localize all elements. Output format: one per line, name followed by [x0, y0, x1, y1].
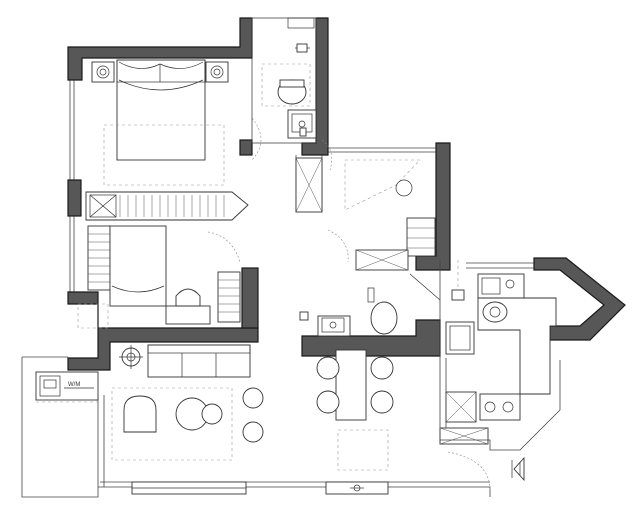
entry-arrow-icon — [511, 456, 525, 482]
bed2-bed — [109, 225, 167, 307]
living-room — [111, 344, 264, 495]
dining-chair-3 — [370, 356, 394, 380]
guest-bathroom — [299, 273, 465, 337]
dining-table — [335, 349, 367, 421]
bed2-shelf — [217, 271, 241, 323]
kitchen-sink — [477, 273, 525, 299]
balcony: W/M — [35, 371, 99, 403]
study — [321, 139, 436, 271]
master-bed — [116, 59, 206, 161]
bed2-chair — [175, 288, 201, 307]
entry-rug — [337, 429, 389, 471]
master-bathroom — [251, 17, 323, 213]
wall-left-mid — [67, 179, 82, 217]
wall-bed2-right — [241, 267, 259, 329]
nightstand-left — [91, 61, 115, 83]
bed2-desk — [165, 305, 211, 325]
wall-bath-left — [239, 139, 253, 156]
shower-rail — [287, 17, 315, 29]
armchair — [123, 395, 157, 433]
kitchen-bowl — [482, 301, 508, 323]
stool-2 — [242, 421, 264, 443]
coffee-table-small — [201, 403, 223, 425]
fridge — [445, 321, 475, 355]
cooktop — [479, 393, 521, 421]
floor-lamp — [119, 345, 143, 369]
dining-chair-2 — [316, 390, 340, 414]
kitchen — [439, 260, 561, 491]
nightstand-right — [205, 61, 229, 83]
stool-1 — [242, 387, 264, 409]
study-cabinet — [406, 217, 436, 257]
dining-chair-4 — [370, 390, 394, 414]
washer-cabinet — [35, 371, 99, 401]
wall-study-right — [415, 142, 451, 271]
washer-label: W/M — [68, 382, 80, 388]
dining-area — [316, 349, 394, 495]
guest-basin — [317, 315, 351, 337]
master-bedroom — [85, 59, 262, 221]
second-bedroom — [77, 225, 241, 329]
sofa — [147, 344, 251, 378]
master-wardrobe — [85, 191, 249, 221]
dining-chair-1 — [316, 356, 340, 380]
guest-toilet — [370, 301, 398, 335]
master-bed-headboard — [116, 59, 206, 83]
